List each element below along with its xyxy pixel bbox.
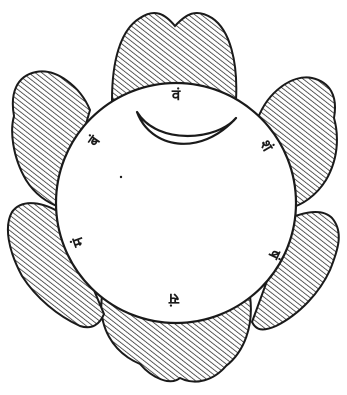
- center-circle: [56, 83, 296, 323]
- syllable-bottom: सं: [168, 290, 180, 308]
- syllable-top: वं: [171, 86, 181, 104]
- ink-dot: [120, 176, 122, 178]
